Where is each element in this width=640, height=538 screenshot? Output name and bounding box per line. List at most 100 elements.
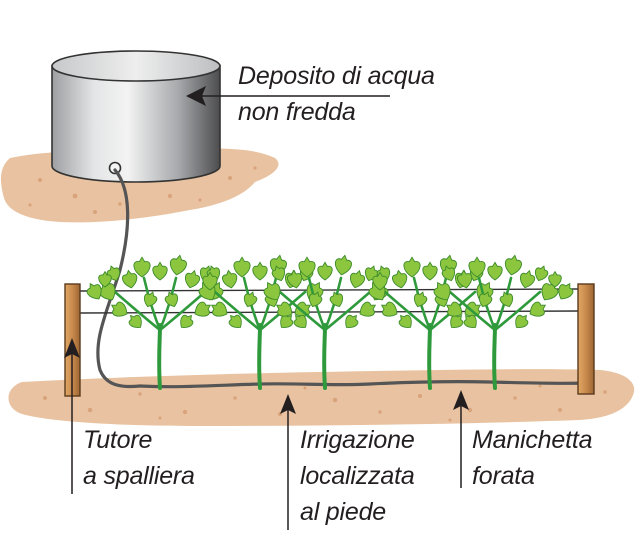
vine-leaf	[345, 314, 359, 328]
vine-leaf	[317, 261, 333, 281]
trellis-wires	[79, 288, 581, 314]
vine-leaf	[468, 256, 486, 278]
vine-end-foliage	[86, 270, 574, 300]
vine-leaf	[392, 269, 408, 289]
vine-leaf	[233, 256, 251, 278]
vine-leaf	[184, 269, 201, 289]
tank-outlet	[108, 161, 122, 175]
label-irrigation-line3: al piede	[300, 498, 386, 526]
label-hose: Manichetta forata	[472, 422, 592, 494]
vine-trunk	[322, 323, 327, 390]
vine-arm	[213, 290, 262, 332]
vine-leaf	[433, 281, 451, 301]
perforated-hose	[138, 380, 586, 389]
vine-arm	[448, 290, 497, 332]
vine-leaf	[529, 301, 547, 317]
vine-leaf	[143, 291, 158, 308]
vine-leaf	[445, 301, 463, 317]
vine-leaf	[534, 265, 549, 282]
vine-leaf	[263, 281, 281, 301]
vine-arm	[493, 290, 542, 332]
arrow-head-icon	[280, 394, 296, 414]
vine-leaf	[252, 261, 268, 281]
vine-leaf	[403, 256, 421, 278]
vine-leaf	[372, 271, 388, 291]
pointer-irrigation	[280, 394, 296, 530]
label-hose-line1: Manichetta	[472, 426, 593, 454]
vine-plant	[263, 254, 389, 390]
vine-leaf	[487, 261, 503, 281]
label-irrigation: Irrigazione localizzata al piede	[300, 422, 415, 530]
vine-leaf	[478, 291, 493, 308]
label-tank-line2: non fredda	[238, 98, 356, 126]
vine-leaf	[457, 269, 473, 289]
vine-row	[86, 254, 574, 390]
vine-leaf	[334, 254, 352, 276]
field-soil-strip	[8, 369, 635, 426]
vine-leaf	[128, 314, 142, 328]
vine-arm	[278, 290, 327, 332]
vine-leaf	[152, 261, 168, 281]
vine-trunk	[157, 323, 162, 390]
label-tank: Deposito di acqua non fredda	[238, 58, 435, 130]
vine-leaf	[86, 282, 102, 300]
vine-leaf	[271, 265, 286, 282]
water-tank	[51, 50, 221, 183]
vine-leaf	[133, 256, 151, 278]
vine-leaf	[359, 301, 377, 317]
label-irrigation-line2: localizzata	[300, 462, 415, 490]
vine-plant	[433, 254, 559, 390]
pointer-hose	[453, 390, 469, 488]
vine-leaf	[169, 254, 187, 276]
vine-leaf	[222, 269, 238, 289]
vine-leaf	[398, 314, 412, 328]
vine-leaf	[210, 301, 228, 317]
label-stake-line2: a spalliera	[83, 462, 195, 490]
arrow-head-icon	[186, 86, 206, 106]
arrow-head-icon	[453, 390, 469, 410]
vine-leaf	[558, 282, 574, 300]
trellis-post-right	[577, 283, 595, 395]
vine-leaf	[280, 314, 294, 328]
vine-leaf	[422, 261, 438, 281]
vine-leaf	[122, 269, 138, 289]
vine-leaf	[413, 291, 428, 308]
vine-leaf	[499, 291, 514, 308]
vine-leaf	[450, 314, 464, 328]
vine-leaf	[194, 301, 212, 317]
vine-leaf	[548, 270, 562, 288]
vine-leaf	[110, 301, 128, 317]
vine-leaf	[441, 265, 456, 282]
vine-trunk	[257, 323, 262, 390]
vine-trunk	[492, 323, 497, 390]
vine-leaf	[202, 271, 218, 291]
vine-leaf	[164, 291, 179, 308]
vine-leaf	[293, 314, 307, 328]
vine-leaf	[275, 301, 293, 317]
vine-leaf	[463, 314, 477, 328]
vine-leaf	[98, 270, 112, 288]
vine-leaf	[308, 291, 323, 308]
vine-plant	[98, 254, 224, 390]
vine-leaf	[515, 314, 529, 328]
pointer-tank	[186, 86, 390, 106]
vine-arm	[323, 290, 372, 332]
label-hose-line2: forata	[472, 462, 535, 490]
vine-leaf	[180, 314, 194, 328]
vine-leaf	[380, 301, 398, 317]
arrow-head-icon	[64, 338, 80, 358]
feed-hose	[96, 168, 142, 389]
pointer-stake	[64, 338, 80, 494]
label-irrigation-line1: Irrigazione	[300, 426, 415, 454]
vine-leaf	[504, 254, 522, 276]
vine-plant	[198, 254, 324, 390]
label-stake: Tutore a spalliera	[83, 422, 195, 494]
vine-leaf	[329, 291, 344, 308]
vine-leaf	[519, 269, 536, 289]
vine-arm	[113, 290, 162, 332]
vine-leaf	[298, 256, 316, 278]
vine-arm	[383, 290, 432, 332]
vine-leaf	[243, 291, 258, 308]
vine-leaf	[349, 269, 366, 289]
label-stake-line1: Tutore	[83, 426, 153, 454]
